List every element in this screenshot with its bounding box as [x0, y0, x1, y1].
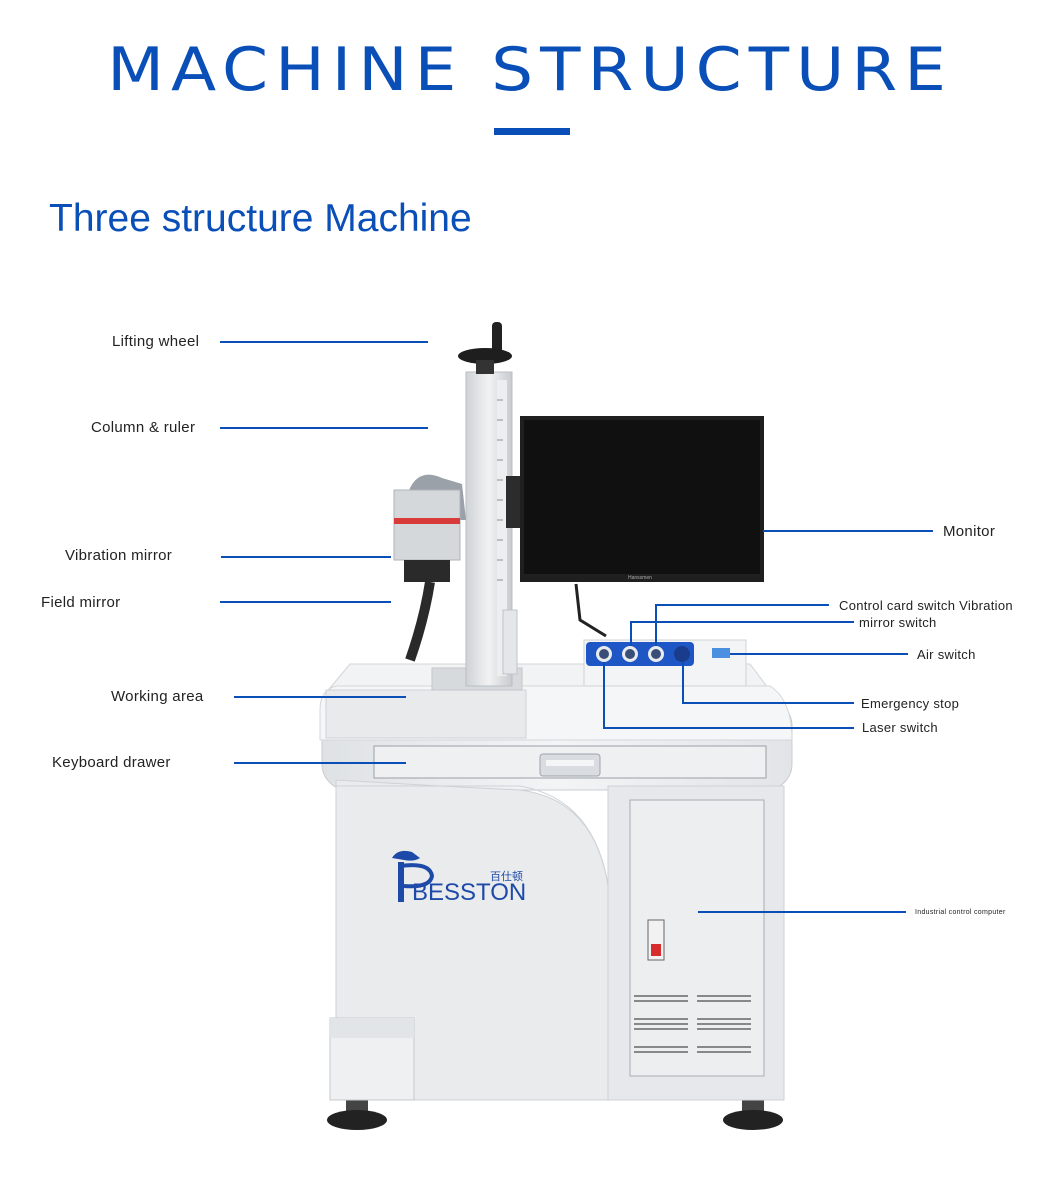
- leader-line-monitor: [763, 530, 933, 532]
- leader-line-lifting-wheel: [220, 341, 428, 343]
- label-control-card-switch: Control card switch Vibration: [839, 598, 1013, 613]
- label-monitor: Monitor: [943, 523, 996, 540]
- label-air-switch: Air switch: [917, 647, 976, 662]
- leader-line-control-card: [655, 604, 829, 606]
- leader-line-mirror-switch: [630, 621, 854, 623]
- monitor-brand: Hanssmen: [628, 575, 652, 581]
- monitor: Hanssmen: [506, 416, 764, 638]
- title-underline: [494, 128, 570, 135]
- control-panel: [583, 639, 747, 687]
- column-ruler: [431, 371, 523, 691]
- leader-line-emergency-stop: [682, 702, 854, 704]
- brand-chinese: 百仕顿: [490, 869, 523, 883]
- leader-line-vibration-mirror: [221, 556, 391, 558]
- leveling-feet: [327, 1098, 783, 1130]
- leader-line-laser-v: [603, 662, 605, 727]
- label-lifting-wheel: Lifting wheel: [112, 333, 200, 350]
- leader-line-column-ruler: [220, 427, 428, 429]
- label-column-ruler: Column & ruler: [91, 419, 196, 436]
- page-title: MACHINE STRUCTURE: [107, 34, 953, 105]
- leader-line-mirror-switch-v: [630, 621, 632, 646]
- leader-line-field-mirror: [220, 601, 391, 603]
- lifting-wheel: [458, 322, 512, 374]
- leader-line-keyboard-drawer: [234, 762, 406, 764]
- leader-line-working-area: [234, 696, 406, 698]
- label-working-area: Working area: [111, 688, 204, 705]
- label-emergency-stop: Emergency stop: [861, 696, 960, 711]
- laser-head: [393, 474, 466, 662]
- leader-line-emergency-v: [682, 662, 684, 702]
- label-mirror-switch: mirror switch: [859, 615, 937, 630]
- leader-line-air-switch: [730, 653, 908, 655]
- label-vibration-mirror: Vibration mirror: [65, 547, 173, 564]
- label-field-mirror: Field mirror: [41, 594, 121, 611]
- leader-line-laser-switch: [603, 727, 854, 729]
- label-laser-switch: Laser switch: [862, 720, 938, 735]
- besston-logo: [392, 850, 435, 902]
- page-subtitle: Three structure Machine: [49, 197, 472, 240]
- brand-name: BESSTON: [412, 879, 526, 906]
- leader-line-control-card-v: [655, 604, 657, 646]
- label-keyboard-drawer: Keyboard drawer: [52, 754, 171, 771]
- keyboard-drawer: [373, 745, 767, 779]
- label-industrial-control-computer: Industrial control computer: [915, 909, 1006, 916]
- leader-line-industrial-computer: [698, 911, 906, 913]
- computer-door: [629, 799, 765, 1077]
